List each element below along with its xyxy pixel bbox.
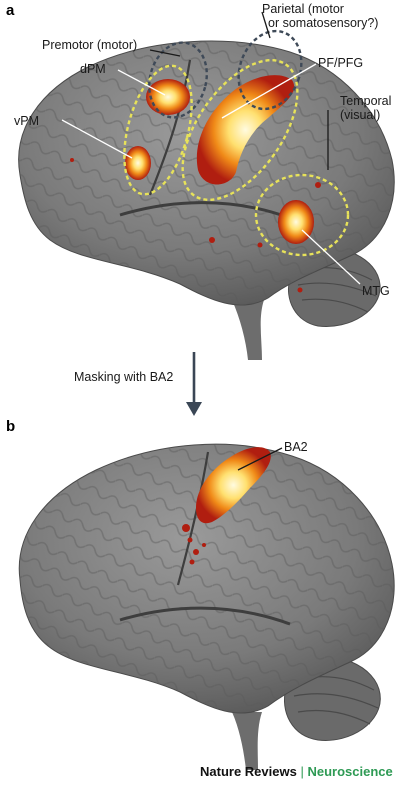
- panel-letter-b: b: [6, 418, 16, 435]
- label-dpm: dPM: [80, 62, 106, 76]
- label-temporal-line2: (visual): [340, 108, 381, 122]
- temporal-yellow-outline: [254, 173, 350, 257]
- masking-arrow: [186, 352, 202, 416]
- leader-premotor: [149, 49, 181, 57]
- parietal-yellow-outline: [181, 58, 299, 202]
- label-masking: Masking with BA2: [74, 370, 174, 384]
- leader-vpm: [61, 119, 133, 159]
- lateral-sulcus-b: [119, 606, 291, 626]
- label-parietal-line1: Parietal (motor: [262, 2, 344, 16]
- leader-parietal: [261, 11, 271, 39]
- leader-dpm: [117, 69, 166, 96]
- label-mtg: MTG: [362, 284, 390, 298]
- brainstem-a: [232, 300, 264, 360]
- leader-lines-a: [61, 11, 361, 285]
- label-premotor: Premotor (motor): [42, 38, 138, 52]
- journal-credit: Nature Reviews | Neuroscience: [200, 764, 393, 779]
- activations-b: [182, 447, 271, 565]
- label-vpm: vPM: [14, 114, 39, 128]
- label-ba2: BA2: [284, 440, 308, 454]
- leader-mtg: [301, 229, 361, 285]
- brainstem-b: [232, 712, 262, 770]
- panel-letter-a: a: [6, 2, 15, 19]
- brain-b: [18, 443, 395, 770]
- blob-mtg: [278, 200, 314, 244]
- central-sulcus-b: [176, 451, 210, 586]
- lateral-sulcus-a: [119, 201, 291, 220]
- label-temporal-line1: Temporal: [340, 94, 392, 108]
- premotor-dark-outline: [148, 41, 208, 119]
- blob-vpm: [125, 146, 151, 180]
- journal-name: Nature Reviews: [200, 764, 297, 779]
- leader-pf-pfg: [221, 63, 317, 119]
- premotor-yellow-outline: [123, 64, 193, 196]
- label-parietal-line2: or somatosensory?): [268, 16, 379, 30]
- parietal-dark-outline: [237, 29, 303, 111]
- leader-ba2: [237, 447, 283, 471]
- blob-dpm: [146, 79, 190, 115]
- roi-outlines-a: [123, 29, 350, 257]
- label-pf-pfg: PF/PFG: [318, 56, 364, 70]
- blob-pf-pfg: [196, 75, 295, 185]
- activations-a: [70, 75, 321, 293]
- central-sulcus-a: [148, 59, 192, 196]
- blob-ba2: [196, 447, 271, 524]
- journal-separator: |: [300, 764, 304, 779]
- journal-section: Neuroscience: [307, 764, 393, 779]
